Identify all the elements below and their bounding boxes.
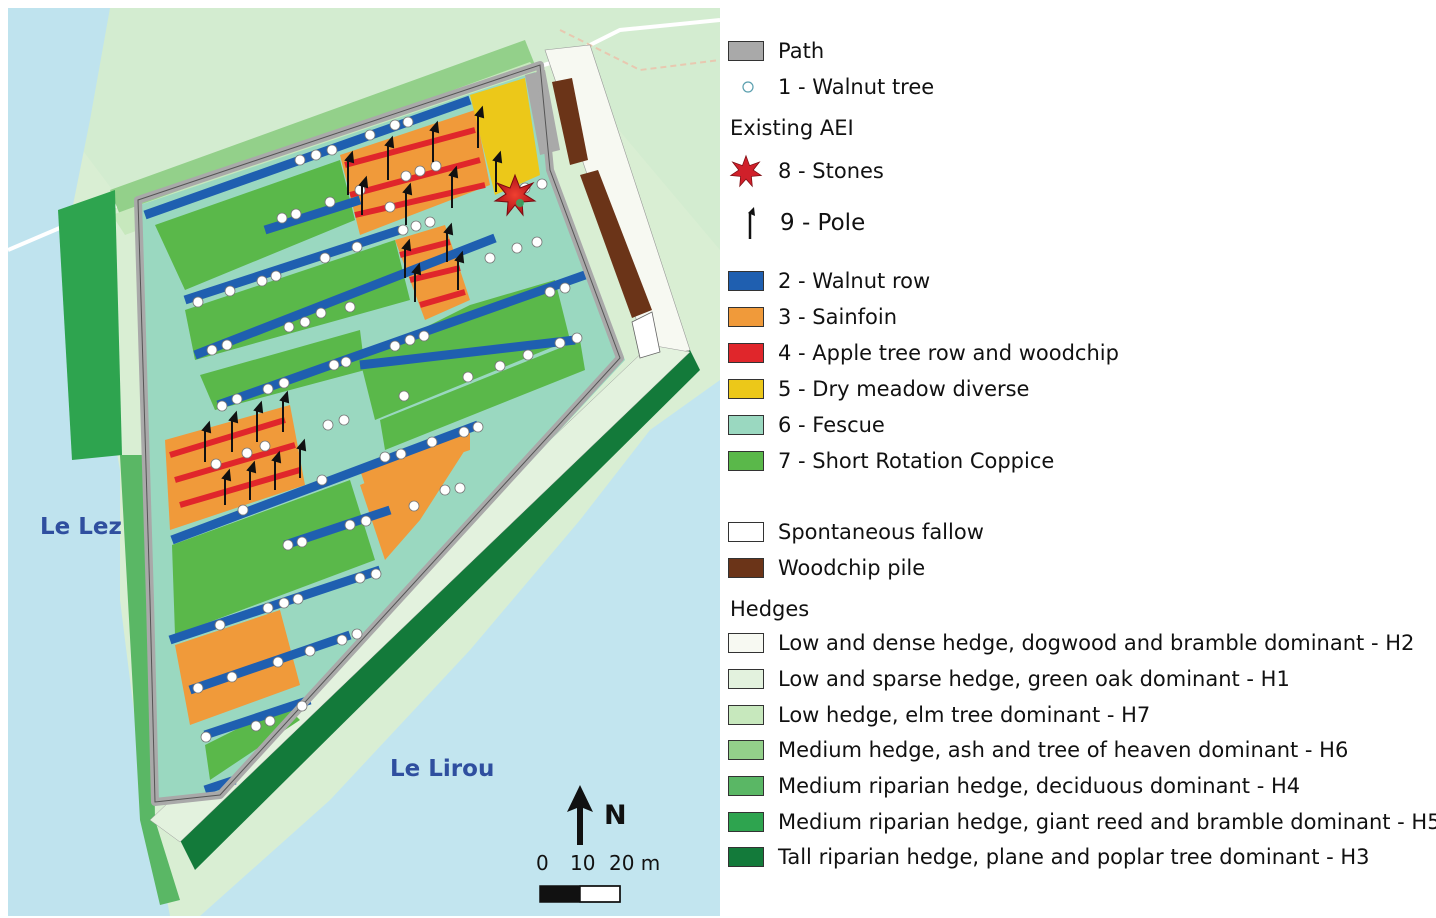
legend-swatch — [728, 847, 764, 867]
legend-label: Low and dense hedge, dogwood and bramble… — [778, 631, 1415, 655]
legend-swatch — [728, 812, 764, 832]
legend-label: Tall riparian hedge, plane and poplar tr… — [778, 845, 1370, 869]
legend-item-h3: Tall riparian hedge, plane and poplar tr… — [728, 842, 1370, 872]
pole-markers — [201, 105, 503, 505]
legend-label: 9 - Pole — [780, 210, 866, 236]
legend-item-fescue: 6 - Fescue — [728, 410, 885, 440]
hedge-h5-west — [58, 190, 122, 460]
pole-icon — [728, 207, 764, 239]
legend-item-h6: Medium hedge, ash and tree of heaven dom… — [728, 735, 1348, 765]
basemap-forest — [60, 8, 720, 250]
north-label: N — [604, 800, 627, 831]
stones-star-marker — [493, 173, 537, 217]
site-map: Le Lez Le Lirou N 0 10 20 m — [8, 8, 720, 916]
path-ring-outline — [137, 64, 621, 803]
legend-swatch — [728, 669, 764, 689]
label-le-lirou: Le Lirou — [390, 756, 495, 782]
legend-label: 2 - Walnut row — [778, 269, 931, 293]
legend-swatch — [728, 633, 764, 653]
river-le-lez — [8, 8, 170, 916]
legend-label: Low and sparse hedge, green oak dominant… — [778, 667, 1290, 691]
woodchip-pile-2 — [580, 170, 652, 318]
basemap-trail — [559, 29, 720, 72]
legend-item-h5: Medium riparian hedge, giant reed and br… — [728, 807, 1436, 837]
src-block-6 — [172, 480, 375, 635]
river-le-lirou — [200, 380, 720, 916]
legend-swatch — [728, 776, 764, 796]
legend-heading-hedges: Hedges — [730, 597, 810, 621]
legend-item-pole: 9 - Pole — [728, 207, 866, 239]
fallow-patch — [631, 311, 661, 359]
legend-label: 6 - Fescue — [778, 413, 885, 437]
legend-label: Path — [778, 39, 825, 63]
sainfoin-block-4 — [360, 440, 470, 560]
legend-item-sainfoin: 3 - Sainfoin — [728, 302, 897, 332]
src-block-2 — [185, 240, 410, 360]
label-le-lez: Le Lez — [40, 514, 122, 540]
legend-swatch — [728, 307, 764, 327]
legend-swatch — [728, 705, 764, 725]
scale-label-20: 20 m — [609, 851, 661, 875]
woodchip-pile-1 — [552, 78, 588, 165]
legend-swatch — [728, 558, 764, 578]
legend-swatch — [728, 451, 764, 471]
scale-label-10: 10 — [570, 851, 596, 875]
legend-item-walnut-tree: 1 - Walnut tree — [728, 72, 934, 102]
legend-item-dry-meadow: 5 - Dry meadow diverse — [728, 374, 1029, 404]
apple-rows — [169, 127, 486, 508]
legend-item-h1: Low and sparse hedge, green oak dominant… — [728, 664, 1290, 694]
legend-swatch — [728, 740, 764, 760]
legend-swatch — [728, 343, 764, 363]
legend-label: Medium hedge, ash and tree of heaven dom… — [778, 738, 1349, 762]
legend-item-h4: Medium riparian hedge, deciduous dominan… — [728, 771, 1300, 801]
star-icon — [728, 154, 764, 188]
legend-label: 4 - Apple tree row and woodchip — [778, 341, 1119, 365]
scale-bar — [539, 885, 621, 903]
legend-label: Medium riparian hedge, deciduous dominan… — [778, 774, 1301, 798]
legend-item-path: Path — [728, 36, 824, 66]
legend-swatch — [728, 415, 764, 435]
src-block-3 — [200, 330, 365, 410]
walnut-tree-dots — [192, 116, 583, 743]
legend-item-fallow: Spontaneous fallow — [728, 517, 984, 547]
legend-label: Woodchip pile — [778, 556, 926, 580]
sainfoin-block-5 — [360, 430, 470, 485]
legend-label: 3 - Sainfoin — [778, 305, 898, 329]
legend-item-apple-row: 4 - Apple tree row and woodchip — [728, 338, 1119, 368]
dry-meadow — [470, 78, 540, 195]
legend-label: 1 - Walnut tree — [778, 75, 935, 99]
scale-label-0: 0 — [536, 851, 549, 875]
legend-item-h2: Low and dense hedge, dogwood and bramble… — [728, 628, 1414, 658]
legend-swatch — [728, 379, 764, 399]
legend-label: 7 - Short Rotation Coppice — [778, 449, 1055, 473]
legend-label: 8 - Stones — [778, 159, 884, 183]
src-block-1 — [155, 160, 355, 290]
walnut-rows — [143, 95, 587, 795]
legend-heading-aei: Existing AEI — [730, 116, 854, 140]
legend-label: Low hedge, elm tree dominant - H7 — [778, 703, 1151, 727]
walnut-tree-icon — [728, 72, 764, 102]
hedge-h3-south — [180, 350, 700, 870]
legend-swatch — [728, 522, 764, 542]
legend-label: Spontaneous fallow — [778, 520, 984, 544]
src-block-5 — [380, 340, 585, 450]
sainfoin-block-6 — [175, 610, 300, 725]
legend-swatch-path — [728, 41, 764, 61]
legend-item-woodchip: Woodchip pile — [728, 553, 925, 583]
legend-item-src: 7 - Short Rotation Coppice — [728, 446, 1054, 476]
map-legend: Path 1 - Walnut tree Existing AEI 8 - St… — [728, 30, 1436, 910]
legend-item-walnut-row: 2 - Walnut row — [728, 266, 930, 296]
legend-item-h7: Low hedge, elm tree dominant - H7 — [728, 700, 1150, 730]
src-block-7 — [205, 705, 300, 780]
legend-swatch — [728, 271, 764, 291]
legend-label: 5 - Dry meadow diverse — [778, 377, 1030, 401]
legend-label: Medium riparian hedge, giant reed and br… — [778, 810, 1436, 834]
legend-item-stones: 8 - Stones — [728, 154, 884, 188]
map-canvas — [8, 8, 720, 916]
north-arrow — [567, 785, 593, 845]
